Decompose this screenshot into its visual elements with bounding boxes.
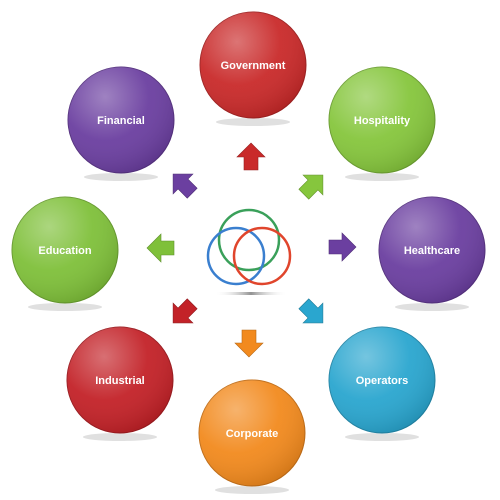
node-government: Government — [199, 11, 307, 126]
arrow-education — [146, 233, 175, 263]
arrows — [146, 142, 357, 358]
node-industrial-label: Industrial — [95, 375, 145, 387]
hub-base-line — [215, 292, 287, 295]
arrow-industrial — [172, 298, 198, 324]
node-education-label: Education — [38, 245, 91, 257]
node-corporate: Corporate — [198, 379, 306, 494]
node-government-label: Government — [221, 60, 286, 72]
arrow-healthcare — [328, 232, 357, 262]
interlocking-rings-icon — [206, 208, 292, 286]
node-corporate-gloss — [199, 380, 305, 486]
node-industrial-shadow — [82, 433, 158, 441]
node-financial-shadow — [83, 173, 159, 181]
node-financial: Financial — [67, 66, 175, 181]
hub-logo — [206, 208, 292, 295]
arrow-financial — [172, 173, 198, 199]
node-hospitality: Hospitality — [328, 66, 436, 181]
node-operators: Operators — [328, 326, 436, 441]
node-hospitality-label: Hospitality — [354, 115, 411, 127]
node-healthcare: Healthcare — [378, 196, 486, 311]
node-government-shadow — [215, 118, 291, 126]
hub-ring-top — [217, 208, 281, 272]
node-education-shadow — [27, 303, 103, 311]
node-corporate-label: Corporate — [226, 428, 279, 440]
node-healthcare-gloss — [379, 197, 485, 303]
arrow-hospitality — [298, 174, 324, 200]
node-corporate-shadow — [214, 486, 290, 494]
hub-ring-left — [206, 226, 266, 286]
arrow-government — [236, 142, 266, 171]
node-education-gloss — [12, 197, 118, 303]
node-industrial-gloss — [67, 327, 173, 433]
node-operators-shadow — [344, 433, 420, 441]
arrow-operators — [298, 298, 324, 324]
node-operators-label: Operators — [356, 375, 409, 387]
node-industrial: Industrial — [66, 326, 174, 441]
arrow-corporate — [234, 329, 264, 358]
node-operators-gloss — [329, 327, 435, 433]
node-financial-label: Financial — [97, 115, 145, 127]
hub-ring-right — [232, 226, 292, 286]
node-healthcare-shadow — [394, 303, 470, 311]
node-financial-gloss — [68, 67, 174, 173]
node-hospitality-shadow — [344, 173, 420, 181]
node-education: Education — [11, 196, 119, 311]
category-nodes: GovernmentHospitalityHealthcareOperators… — [11, 11, 486, 494]
node-healthcare-label: Healthcare — [404, 245, 460, 257]
node-hospitality-gloss — [329, 67, 435, 173]
node-government-gloss — [200, 12, 306, 118]
